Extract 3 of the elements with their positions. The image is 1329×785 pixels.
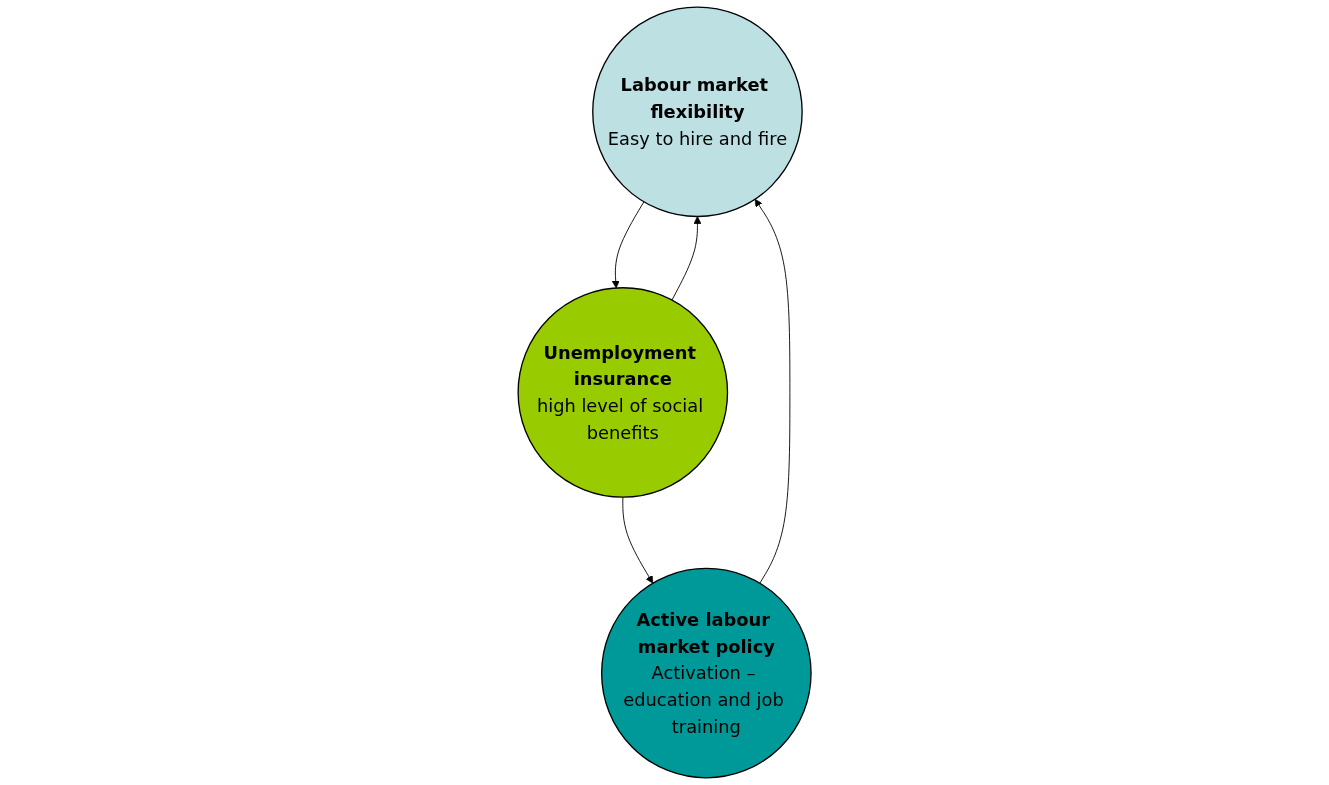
node-circle: Unemployment insurance high level of social benefits [517, 287, 729, 498]
node-circle: Active labour market policy Activation – education and job training [600, 567, 812, 779]
node-circle: Labour market flexibility Easy to hire and fire [592, 6, 803, 218]
